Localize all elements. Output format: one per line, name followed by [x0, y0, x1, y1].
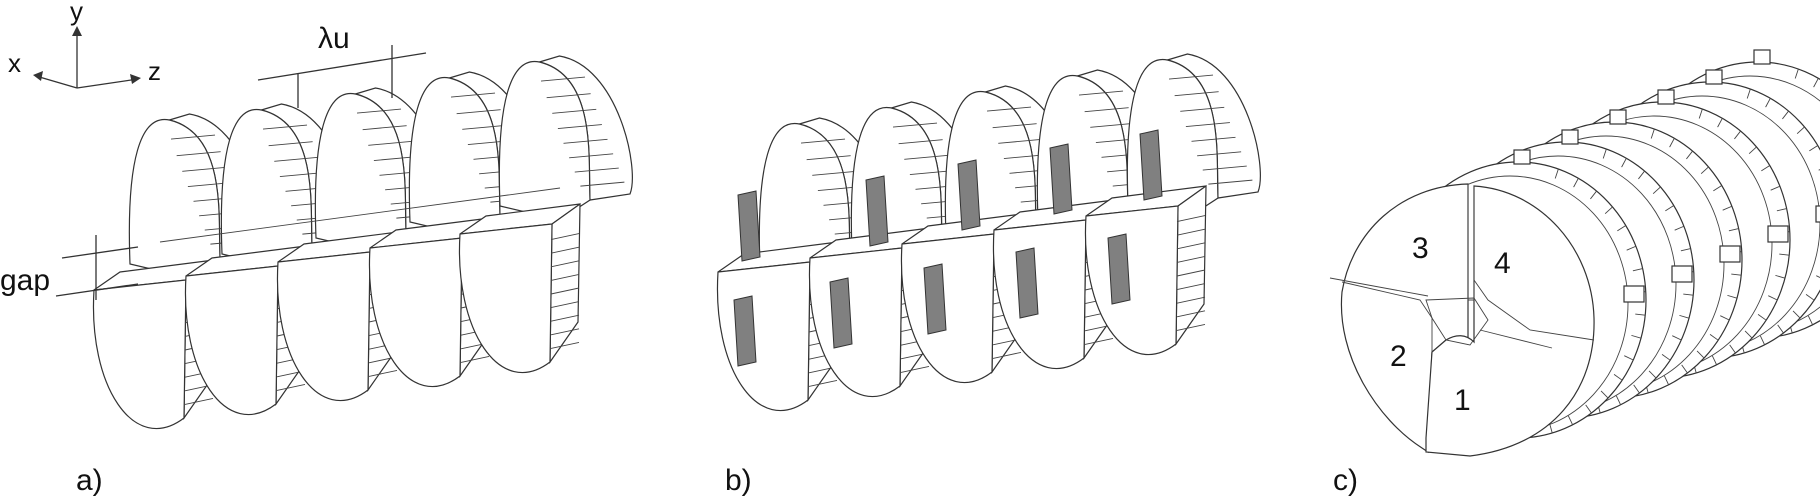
right-half-face	[1425, 185, 1595, 457]
y-axis-label: y	[70, 0, 83, 26]
shim-6	[733, 295, 757, 367]
y-arrowhead	[72, 26, 82, 36]
z-axis-arrow	[76, 78, 139, 89]
shim-2	[865, 175, 889, 247]
quadrant-3-label: 3	[1412, 232, 1429, 265]
caption-c: c)	[1333, 464, 1358, 497]
shim-10	[1107, 233, 1131, 305]
panel-a	[92, 55, 633, 430]
z-arrowhead	[130, 74, 141, 84]
caption-a: a)	[76, 464, 103, 497]
x-axis-label: x	[8, 48, 21, 78]
period-dimension: λu	[257, 22, 427, 108]
shim-9	[1015, 247, 1039, 319]
z-axis-label: z	[148, 56, 161, 86]
x-axis-arrow	[35, 75, 78, 89]
caption-b: b)	[725, 464, 752, 497]
shim-8	[923, 263, 947, 335]
x-arrowhead	[33, 71, 43, 81]
shim-5	[1139, 129, 1163, 201]
shim-4	[1049, 143, 1073, 215]
front-face: 3 4 2 1	[1329, 183, 1595, 457]
gap-dimension: gap	[0, 235, 139, 300]
panel-b	[716, 53, 1261, 412]
upper-magnet-a-5	[498, 55, 633, 221]
lower-magnet-a-5	[458, 202, 581, 374]
shim-7	[829, 277, 853, 349]
shim-1	[737, 190, 761, 262]
axis-triad: y z x	[8, 0, 161, 89]
quadrant-2-label: 2	[1390, 340, 1407, 373]
period-label: λu	[318, 22, 350, 55]
gap-label: gap	[0, 264, 50, 297]
quadrant-1-label: 1	[1454, 384, 1471, 417]
shim-3	[957, 159, 981, 231]
quadrant-4-label: 4	[1494, 247, 1511, 280]
